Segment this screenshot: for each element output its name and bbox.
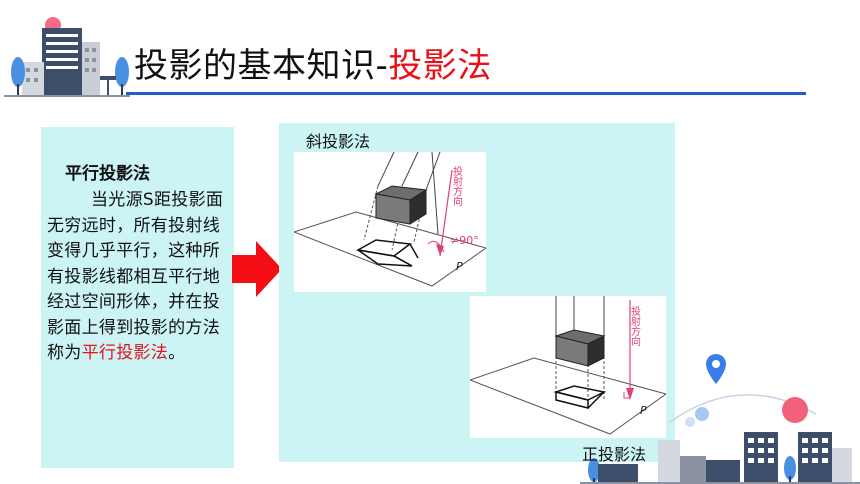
text-body-end: 。	[168, 343, 186, 363]
ortho-plane-label: P	[640, 404, 647, 417]
ortho-direction-label: 投射方向	[629, 305, 641, 346]
city-buildings-decoration	[4, 17, 130, 97]
orthographic-projection-label: 正投影法	[582, 445, 647, 464]
orthographic-projection-figure: 投射方向 P	[470, 296, 666, 438]
title-main: 投影的基本知识-	[134, 46, 389, 86]
city-skyline-decoration	[580, 354, 860, 484]
text-body-main: 当光源S距投影面无穷远时，所有投射线变得几乎平行，这种所有投影线都相互平行地经过…	[47, 190, 224, 363]
text-body-highlight: 平行投影法	[81, 343, 169, 363]
text-heading: 平行投影法	[65, 164, 150, 184]
text-body: 当光源S距投影面无穷远时，所有投射线变得几乎平行，这种所有投影线都相互平行地经过…	[47, 188, 233, 367]
text-panel	[41, 127, 234, 468]
title-underline	[126, 92, 806, 95]
oblique-direction-label: 投射方向	[451, 165, 463, 206]
title-highlight: 投影法	[388, 46, 492, 86]
oblique-plane-label: P	[456, 260, 463, 273]
page-title: 投影的基本知识-投影法	[134, 38, 492, 87]
right-arrow-icon	[232, 241, 282, 297]
oblique-angle-label: ≠90°	[450, 234, 479, 247]
oblique-projection-label: 斜投影法	[306, 132, 371, 151]
oblique-projection-figure: 投射方向 ≠90° P	[294, 152, 486, 292]
